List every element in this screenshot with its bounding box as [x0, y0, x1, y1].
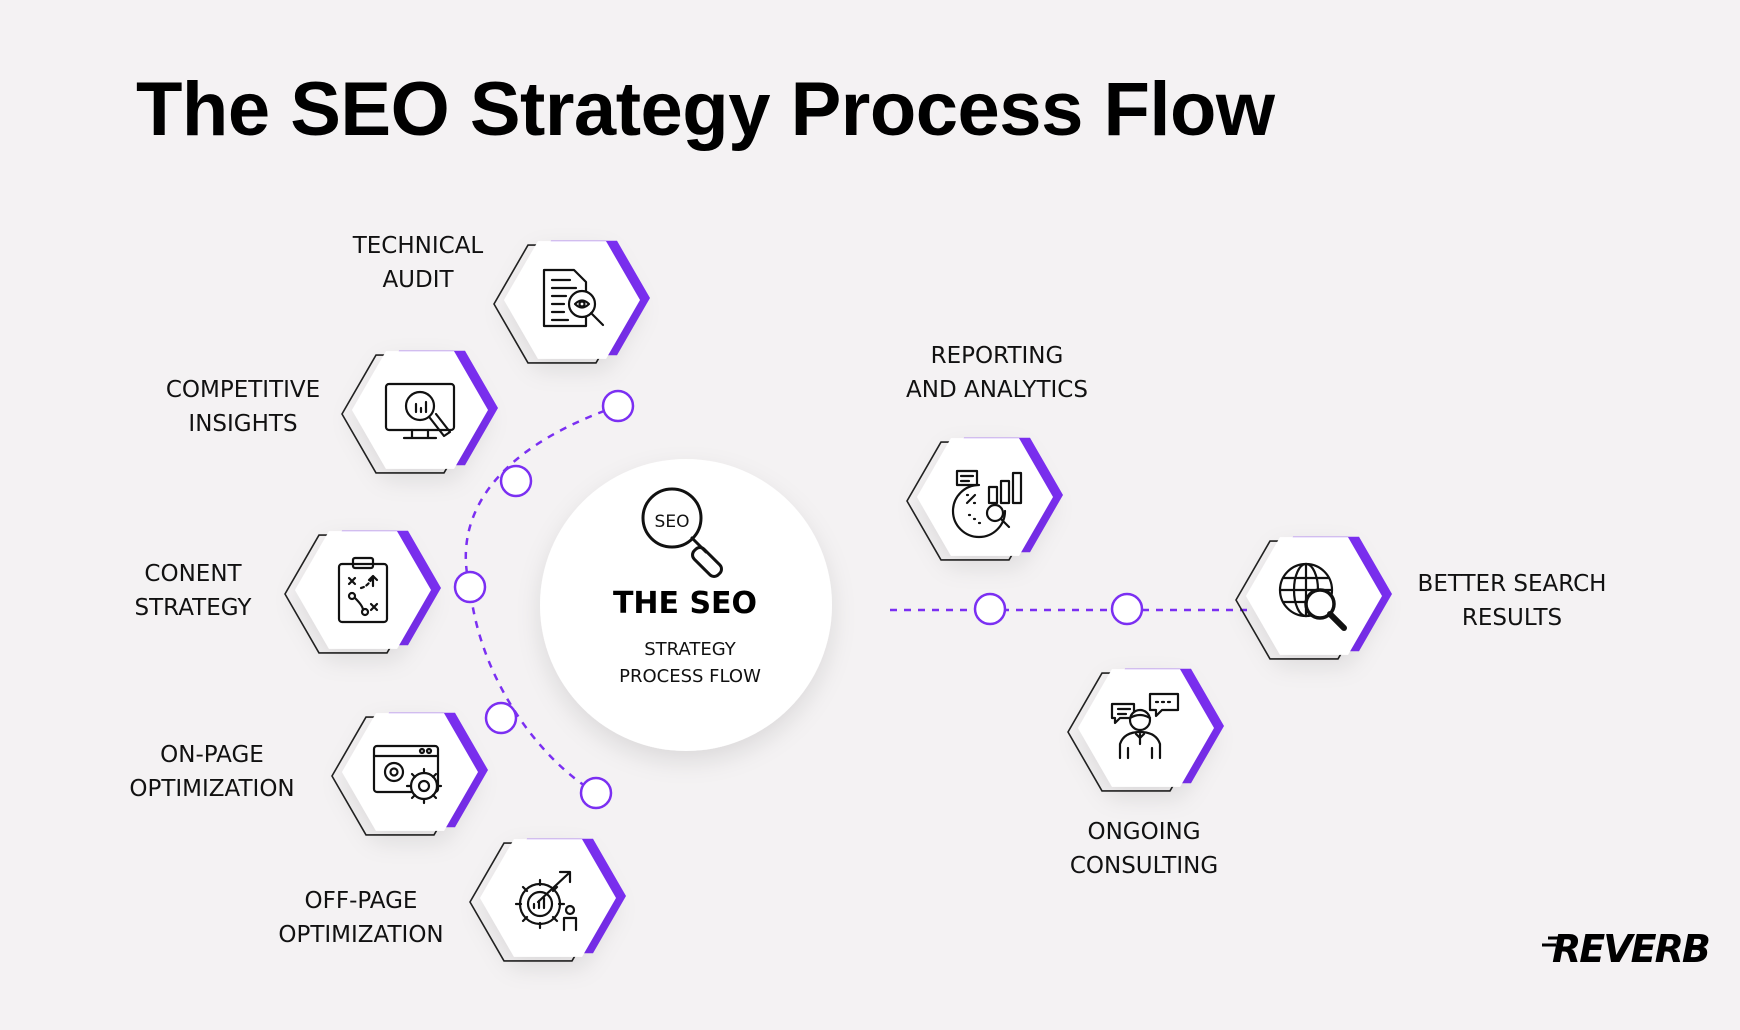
center-title: THE SEO [612, 586, 758, 621]
page-title: The SEO Strategy Process Flow [136, 67, 1275, 152]
connector-node [453, 570, 487, 604]
hexagon-reporting-and-analytics [906, 437, 1063, 561]
hexagon-face [917, 438, 1053, 556]
browser-gears-icon [372, 744, 443, 805]
hexagon-face [342, 713, 478, 831]
center-subtitle-line: PROCESS FLOW [619, 666, 761, 687]
hexagon-better-search-results [1235, 536, 1392, 660]
hexagon-on-page-optimization [331, 712, 488, 836]
hexagon-technical-audit [493, 240, 650, 364]
hexagon-face [295, 531, 431, 649]
center-circle [540, 459, 832, 751]
document-audit-icon [542, 268, 605, 328]
logo-text: REVERB [1552, 927, 1709, 971]
center-subtitle-line: STRATEGY [644, 639, 736, 660]
connector-node [499, 464, 533, 498]
hexagon-ongoing-consulting [1067, 668, 1224, 792]
connector-node [973, 592, 1007, 626]
hexagon-competitive-insights [341, 350, 498, 474]
connector-node [601, 389, 635, 423]
analytics-chart-icon [951, 469, 1023, 539]
center-icon-text: SEO [655, 512, 690, 532]
connector-node [484, 701, 518, 735]
connector-node [579, 776, 613, 810]
globe-search-icon [1278, 562, 1347, 631]
strategy-clipboard-icon [337, 556, 389, 624]
growth-gear-icon [514, 870, 578, 932]
center-subtitle: STRATEGY PROCESS FLOW [540, 636, 840, 690]
monitor-analysis-icon [384, 382, 456, 440]
connector-node [1110, 592, 1144, 626]
hexagon-off-page-optimization [469, 838, 626, 962]
left-arc-connector [464, 404, 619, 795]
consultant-chat-icon [1110, 692, 1180, 760]
reverb-logo: REVERB [1542, 927, 1711, 971]
hexagon-content-strategy [284, 530, 441, 654]
seo-magnifier-icon [641, 487, 723, 578]
